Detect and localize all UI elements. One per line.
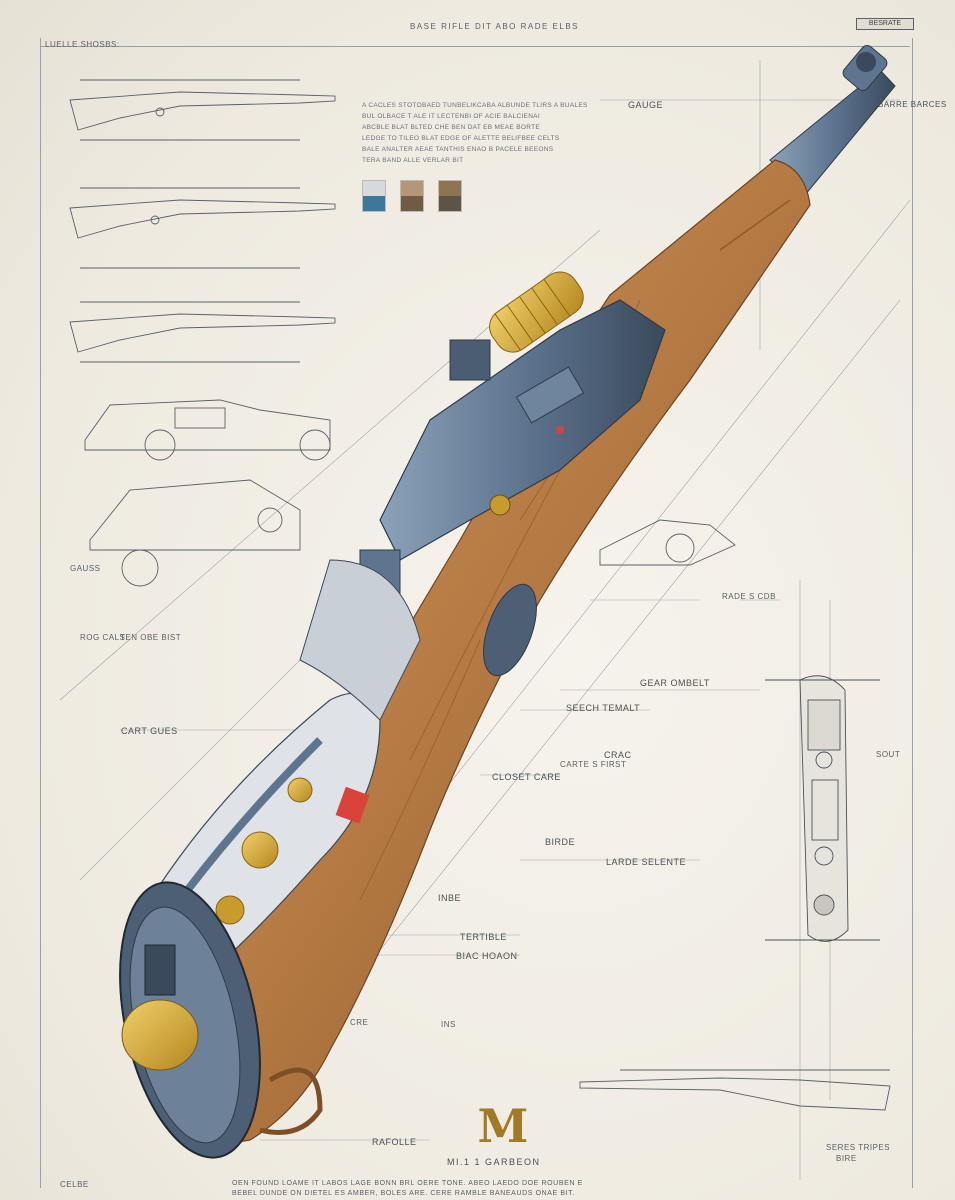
label-sout: SOUT	[876, 750, 901, 759]
label-chamber: CLOSET CARE	[492, 772, 561, 782]
frame-right-line	[912, 38, 913, 1188]
corner-tag: BESRATE	[856, 18, 914, 30]
cross-section-drawing	[765, 675, 880, 942]
footer-line-2: BEBEL DUNDE ON DIETEL ES AMBER, BOLES AR…	[232, 1190, 575, 1197]
note-line: ABCBLE BLAT BLTED CHE BEN DAT EB MEAE BO…	[362, 124, 540, 131]
notes-block: A CACLES STOTOBAED TUNBELIKCABA ALBUNDE …	[362, 100, 612, 166]
walnut-swatch	[400, 180, 424, 212]
side-view-thumbnails	[69, 79, 891, 1111]
label-inner: INBE	[438, 893, 462, 903]
label-cartridge: CART GUES	[121, 726, 178, 736]
vehicle-sketch-1	[84, 399, 331, 461]
label-stock: SEECH TEMALT	[566, 703, 641, 713]
thumbnail-rifle-bottom	[579, 1069, 891, 1111]
header-left-label: LUELLE SHOSBS:	[45, 40, 120, 49]
label-bolt2: BIRDE	[545, 837, 576, 847]
label-left-ref: GAUSS	[70, 564, 101, 573]
note-line: BALE ANALTER AEAE TANTHIS ENAO B PACELE …	[362, 146, 554, 153]
color-swatches	[362, 180, 462, 212]
note-line: LEDGE TO TILEO BLAT EDGE OF ALETTE BELIF…	[362, 135, 560, 142]
thumbnail-rifle-3	[69, 301, 336, 363]
butt-plate	[119, 881, 323, 1159]
label-trigger: TERTIBLE	[460, 932, 507, 942]
thumbnail-rifle-1	[69, 79, 336, 141]
label-ins: INS	[441, 1020, 456, 1029]
footer-line-1: OEN FOUND LOAME IT LABOS LAGE BONN BRL O…	[232, 1180, 583, 1187]
label-grip: BIAC HOAON	[456, 951, 518, 961]
label-gauge: GAUGE	[628, 100, 664, 110]
label-side-ref: RADE S CDB	[722, 592, 776, 601]
gold-coil-assembly	[489, 271, 584, 353]
brand-subtitle: MI.1 1 GARBEON	[447, 1157, 541, 1167]
label-barrel: BARRE BARCES	[878, 100, 947, 109]
label-bottom-left: CELBE	[60, 1180, 89, 1189]
vehicle-sketch-3	[599, 519, 736, 566]
vehicle-sketch-2	[89, 479, 301, 587]
note-line: TERA BAND ALLE VERLAR BIT	[362, 157, 464, 164]
steel-swatch	[362, 180, 386, 212]
thumbnail-rifle-2	[69, 187, 336, 269]
brand-logo-m: M	[477, 1099, 529, 1153]
label-bottom-right2: BIRE	[836, 1154, 857, 1163]
label-crock: CARTE S FIRST	[560, 760, 627, 769]
frame-left-line	[40, 38, 41, 1188]
label-left-small2: TEN OBE BIST	[120, 633, 182, 642]
label-left-small: ROG CALS	[80, 633, 126, 642]
frame-top-line	[40, 46, 910, 47]
label-bolt: GEAR OMBELT	[640, 678, 710, 688]
label-lateral: LARDE SELENTE	[606, 857, 687, 867]
label-cr: CRE	[350, 1018, 369, 1027]
header-title: BASE RIFLE DIT ABO RADE ELBS	[410, 22, 580, 31]
label-bottom-right: SERES TRIPES	[826, 1143, 891, 1152]
bronze-swatch	[438, 180, 462, 212]
barrel	[769, 44, 896, 196]
label-crack: CRAC	[604, 750, 632, 760]
label-rafolle: RAFOLLE	[372, 1137, 417, 1147]
note-line: A CACLES STOTOBAED TUNBELIKCABA ALBUNDE …	[362, 102, 588, 109]
wooden-stock	[149, 159, 811, 1151]
note-line: BUL OLBACE T ALE IT LECTENBI OF ACIE BAL…	[362, 113, 540, 120]
